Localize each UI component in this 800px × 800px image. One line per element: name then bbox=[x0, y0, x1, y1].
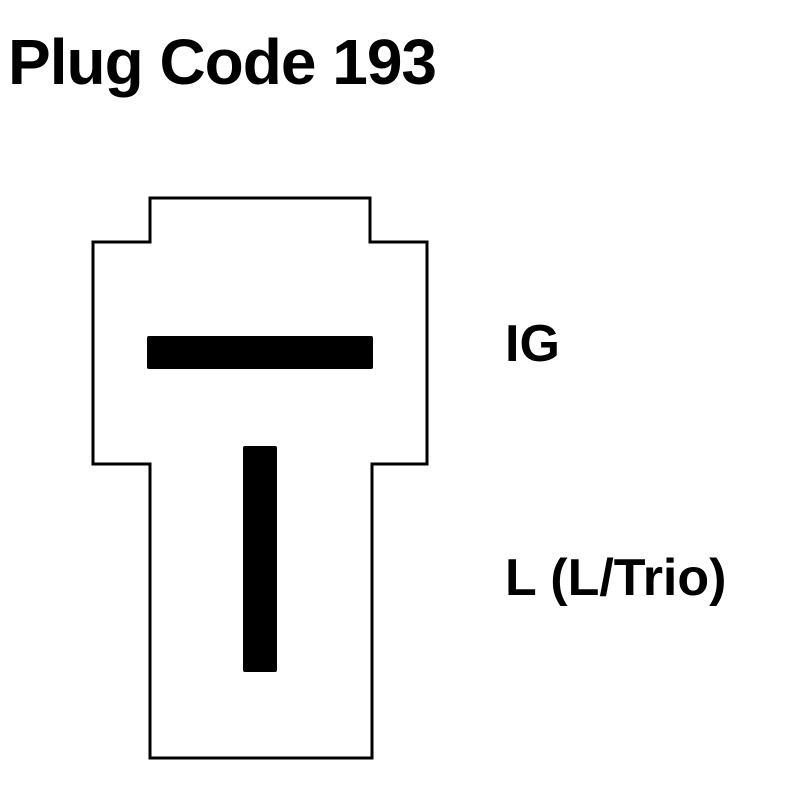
l-terminal-label: L (L/Trio) bbox=[505, 549, 727, 607]
ig-terminal-label: IG bbox=[505, 315, 560, 373]
l-terminal-blade bbox=[243, 446, 277, 672]
page-title: Plug Code 193 bbox=[8, 26, 437, 98]
ig-terminal-blade bbox=[147, 336, 373, 369]
plug-housing-outline bbox=[91, 196, 429, 760]
